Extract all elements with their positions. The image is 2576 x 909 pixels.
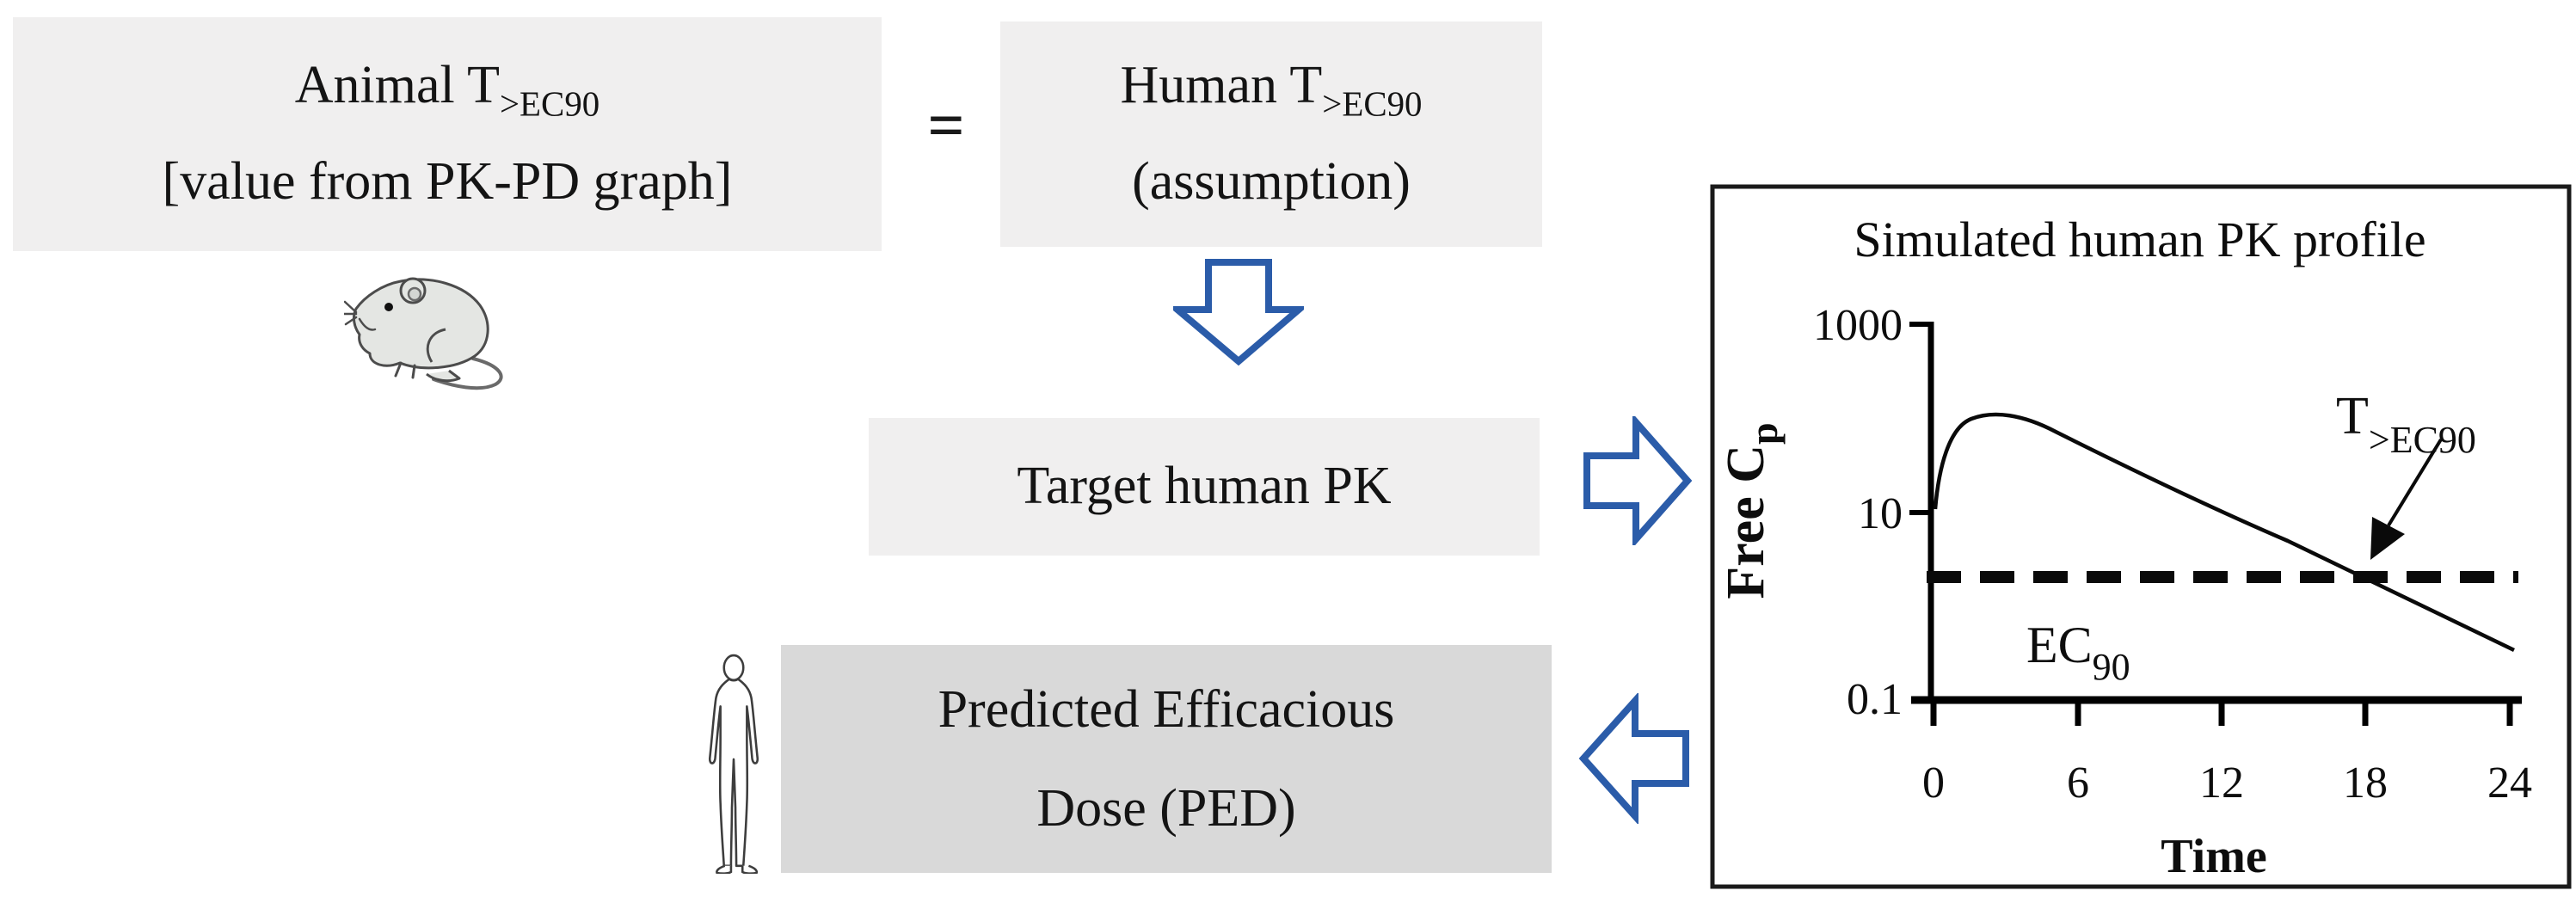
human-box-subtitle: (assumption) xyxy=(1132,152,1411,211)
human-right-foot xyxy=(741,864,759,874)
mouse-hind-foot xyxy=(426,369,461,383)
right-block-arrow-icon xyxy=(1583,416,1693,545)
annotation-arrowhead xyxy=(2370,517,2405,560)
y-axis-title: Free Cp xyxy=(1717,422,1786,599)
chart-frame xyxy=(1710,184,2572,889)
animal-tec90-box: Animal T>EC90 [value from PK-PD graph] xyxy=(13,17,882,251)
ec90-label: EC90 xyxy=(2026,617,2130,688)
mouse-icon xyxy=(344,277,503,390)
human-body xyxy=(709,678,759,868)
mouse-tail xyxy=(432,357,503,390)
pk-profile-chart: Simulated human PK profile 1000 10 0.1 0… xyxy=(1710,184,2572,889)
x-tick-label-6: 6 xyxy=(2067,759,2089,808)
animal-box-title-subscript: >EC90 xyxy=(499,84,600,124)
annotation-label-main: T xyxy=(2336,387,2369,445)
target-human-pk-box: Target human PK xyxy=(869,418,1540,556)
ec90-label-subscript: 90 xyxy=(2093,646,2130,688)
x-axis-title: Time xyxy=(2161,830,2266,883)
ped-box-line1: Predicted Efficacious xyxy=(938,679,1395,739)
y-axis-title-main: Free C xyxy=(1717,445,1775,599)
pk-curve xyxy=(1933,412,2515,653)
mouse-front-legs xyxy=(394,361,416,379)
human-tec90-box: Human T>EC90 (assumption) xyxy=(1000,21,1542,247)
animal-box-title: Animal T>EC90 xyxy=(295,38,599,134)
human-left-foot xyxy=(716,864,733,874)
mouse-whiskers xyxy=(344,300,377,331)
human-box-title-subscript: >EC90 xyxy=(1322,84,1423,124)
y-tick-label-1000: 1000 xyxy=(1813,301,1903,350)
equals-sign: = xyxy=(927,89,965,162)
ec90-label-main: EC xyxy=(2026,617,2093,673)
y-axis-title-subscript: p xyxy=(1742,422,1786,445)
chart-title: Simulated human PK profile xyxy=(1854,212,2425,267)
human-head xyxy=(722,654,745,681)
human-box-title-text: Human T xyxy=(1120,56,1323,115)
human-figure-icon xyxy=(709,654,759,874)
animal-box-title-text: Animal T xyxy=(294,56,500,115)
x-tick-label-24: 24 xyxy=(2487,759,2532,808)
right-arrow-shape xyxy=(1583,416,1693,545)
y-tick-label-10: 10 xyxy=(1858,489,1903,538)
left-arrow-shape xyxy=(1578,693,1689,824)
ped-box: Predicted Efficacious Dose (PED) xyxy=(781,645,1552,873)
x-tick-label-18: 18 xyxy=(2343,759,2388,808)
mouse-eye xyxy=(384,303,393,311)
y-tick-label-0p1: 0.1 xyxy=(1847,675,1903,724)
annotation-label: T>EC90 xyxy=(2336,387,2476,461)
left-block-arrow-icon xyxy=(1578,693,1689,824)
x-tick-label-12: 12 xyxy=(2199,759,2244,808)
target-box-label: Target human PK xyxy=(1017,457,1392,516)
down-arrow-shape xyxy=(1173,259,1304,366)
mouse-haunch xyxy=(426,328,446,363)
animal-box-subtitle: [value from PK-PD graph] xyxy=(162,152,733,211)
human-box-title: Human T>EC90 xyxy=(1120,38,1422,134)
x-tick-label-0: 0 xyxy=(1922,759,1945,808)
mouse-ear-inner xyxy=(407,286,422,302)
annotation-label-subscript: >EC90 xyxy=(2369,419,2476,461)
annotation-arrow-line xyxy=(2387,438,2443,527)
ped-box-line2: Dose (PED) xyxy=(1036,778,1296,838)
down-block-arrow-icon xyxy=(1173,259,1304,366)
